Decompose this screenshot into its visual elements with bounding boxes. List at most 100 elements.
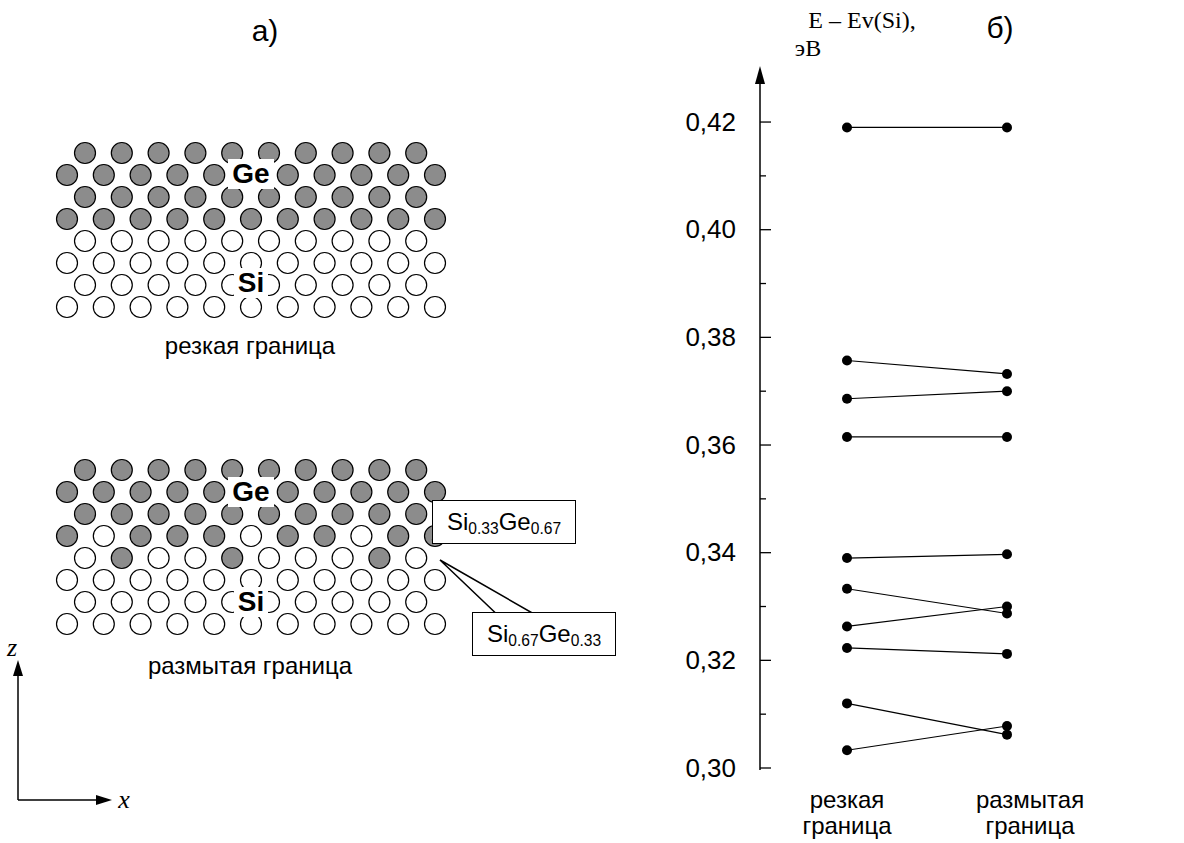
si-atom <box>167 614 188 635</box>
si-atom <box>314 614 335 635</box>
text-label: размытая граница <box>148 653 352 679</box>
si-atom <box>204 253 225 274</box>
level-dot <box>842 643 852 653</box>
ge-atom <box>277 526 298 547</box>
si-atom <box>57 570 78 591</box>
z-axis <box>17 668 19 800</box>
si-atom <box>167 570 188 591</box>
ge-atom <box>369 460 390 481</box>
si-atom <box>406 548 427 569</box>
element-label: Ge <box>228 477 273 508</box>
level-dot <box>842 553 852 563</box>
tick <box>760 121 771 122</box>
si-atom <box>185 275 206 296</box>
ge-atom <box>111 187 132 208</box>
energy-axis <box>759 80 761 770</box>
level-dot <box>842 122 852 132</box>
si-atom <box>425 297 446 318</box>
tick-label: 0,40 <box>685 215 736 244</box>
ge-atom <box>111 504 132 525</box>
si-atom <box>332 231 353 252</box>
ge-atom <box>111 548 132 569</box>
ge-atom <box>222 187 243 208</box>
ge-atom <box>57 526 78 547</box>
ge-atom <box>185 187 206 208</box>
si-atom <box>185 548 206 569</box>
si-atom <box>204 570 225 591</box>
si-atom <box>167 297 188 318</box>
si-atom <box>222 231 243 252</box>
si-atom <box>185 231 206 252</box>
si-atom <box>75 275 96 296</box>
arrow-head <box>13 660 23 676</box>
si-atom <box>93 297 114 318</box>
ge-atom <box>167 165 188 186</box>
ge-atom <box>259 187 280 208</box>
tick <box>760 767 771 768</box>
tick <box>760 498 766 499</box>
callout-text: Si0.67Ge0.33 <box>487 620 601 647</box>
ge-atom <box>75 504 96 525</box>
ge-atom <box>75 143 96 164</box>
axis-ticks <box>760 122 771 768</box>
si-atom <box>75 592 96 613</box>
ge-atom <box>57 482 78 503</box>
si-atom <box>369 231 390 252</box>
callout-box: Si0.67Ge0.33 <box>472 612 616 656</box>
si-atom <box>295 231 316 252</box>
ge-atom <box>406 187 427 208</box>
si-atom <box>277 253 298 274</box>
si-atom <box>93 614 114 635</box>
ge-atom <box>75 187 96 208</box>
ge-atom <box>388 482 409 503</box>
level-dot <box>842 745 852 755</box>
arrow-head <box>755 66 765 84</box>
ge-atom <box>425 209 446 230</box>
ge-atom <box>295 460 316 481</box>
tick <box>760 337 771 338</box>
si-atom <box>130 614 151 635</box>
level-dot <box>1002 386 1012 396</box>
si-atom <box>295 548 316 569</box>
si-atom <box>204 297 225 318</box>
ge-atom <box>93 482 114 503</box>
ge-atom <box>332 504 353 525</box>
ge-atom <box>406 460 427 481</box>
text-label: E – Ev(Si), <box>808 7 915 33</box>
level-dot <box>1002 369 1012 379</box>
ge-atom <box>369 548 390 569</box>
arrow-head <box>96 795 112 805</box>
si-atom <box>351 253 372 274</box>
ge-atom <box>111 143 132 164</box>
ge-atom <box>314 209 335 230</box>
si-atom <box>148 548 169 569</box>
ge-atom <box>332 460 353 481</box>
text-label: б) <box>986 11 1013 44</box>
ge-atom <box>204 209 225 230</box>
tick <box>760 391 766 392</box>
text-label: а) <box>252 14 279 47</box>
ge-atom <box>277 482 298 503</box>
level-dot <box>1002 602 1012 612</box>
tick <box>760 660 771 661</box>
element-label: Si <box>234 268 268 299</box>
si-atom <box>406 275 427 296</box>
ge-atom <box>148 460 169 481</box>
ge-atom <box>204 526 225 547</box>
level-dot <box>842 698 852 708</box>
ge-atom <box>314 165 335 186</box>
text-label: резкая граница <box>165 333 335 359</box>
ge-atom <box>351 209 372 230</box>
tick <box>760 552 771 553</box>
ge-atom <box>241 209 262 230</box>
ge-atom <box>222 548 243 569</box>
si-atom <box>93 570 114 591</box>
si-atom <box>425 570 446 591</box>
si-atom <box>57 614 78 635</box>
level-dot <box>1002 122 1012 132</box>
ge-atom <box>369 504 390 525</box>
si-atom <box>111 592 132 613</box>
si-atom <box>148 592 169 613</box>
si-atom <box>351 614 372 635</box>
